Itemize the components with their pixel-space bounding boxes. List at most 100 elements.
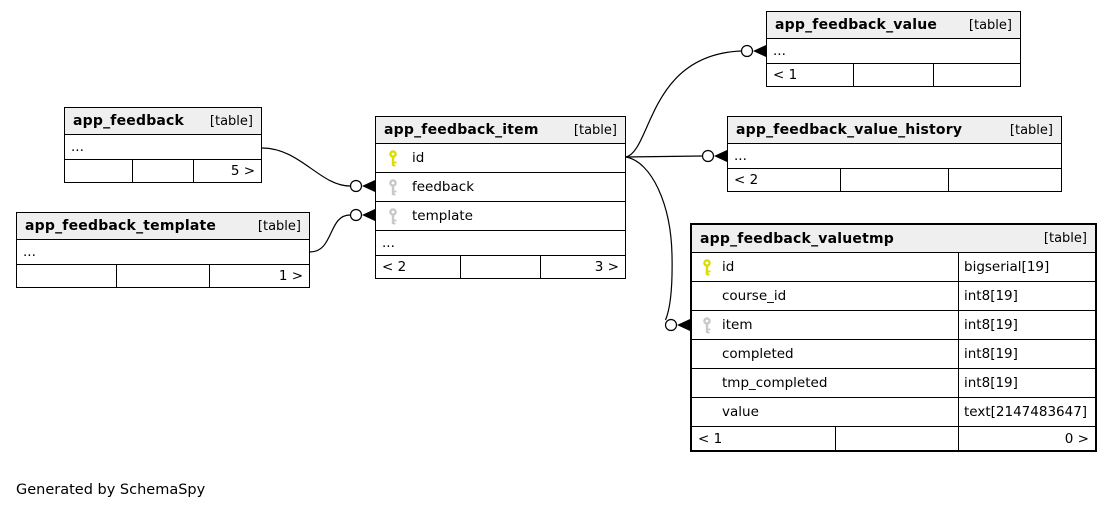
- cardinality-circle: [740, 44, 754, 58]
- table-footer: < 2: [728, 169, 1061, 191]
- footer-cell: [947, 169, 1061, 191]
- footer-cell: [840, 169, 947, 191]
- table-type-tag: [table]: [209, 113, 253, 129]
- foreign-key-icon: [386, 207, 400, 225]
- columns-ellipsis-row: ...: [767, 39, 1020, 64]
- columns-ellipsis-row: ...: [17, 240, 309, 265]
- column-name: course_id: [722, 288, 787, 304]
- footer-cell: < 1: [773, 67, 798, 83]
- table-app-feedback-value[interactable]: app_feedback_value [table] ... < 1: [766, 11, 1021, 87]
- table-name: app_feedback_valuetmp: [700, 230, 895, 247]
- arrowhead-icon: [362, 180, 375, 192]
- table-name: app_feedback_value_history: [736, 122, 963, 138]
- table-header: app_feedback_value [table]: [767, 12, 1020, 39]
- column-type: int8[19]: [958, 369, 1095, 397]
- table-app-feedback-valuetmp[interactable]: app_feedback_valuetmp [table] id bigseri…: [690, 223, 1097, 452]
- primary-key-icon: [386, 149, 400, 167]
- footer-cell: 5 >: [193, 160, 261, 182]
- footer-cell: < 1: [698, 430, 723, 447]
- relationship-line-template: [309, 214, 351, 253]
- table-app-feedback[interactable]: app_feedback [table] ... 5 >: [64, 107, 262, 183]
- relationship-line-valuetmp: [625, 156, 673, 321]
- table-header: app_feedback_value_history [table]: [728, 117, 1061, 144]
- foreign-key-icon: [386, 178, 400, 196]
- arrowhead-icon: [714, 150, 727, 162]
- footer-cell: [852, 64, 934, 86]
- footer-cell: [17, 265, 116, 287]
- column-name: id: [722, 259, 735, 275]
- footer-cell: 0 >: [958, 427, 1095, 450]
- table-type-tag: [table]: [1043, 231, 1087, 246]
- columns-ellipsis-row: ...: [376, 231, 625, 256]
- ellipsis-text: ...: [382, 235, 395, 251]
- generator-note: Generated by SchemaSpy: [16, 482, 206, 498]
- column-type: int8[19]: [958, 282, 1095, 310]
- columns-ellipsis-row: ...: [65, 135, 261, 160]
- column-name: value: [722, 404, 759, 420]
- table-type-tag: [table]: [1009, 122, 1053, 138]
- column-row: tmp_completed int8[19]: [692, 369, 1095, 398]
- table-footer: 1 >: [17, 265, 309, 287]
- column-row: item int8[19]: [692, 311, 1095, 340]
- ellipsis-text: ...: [773, 43, 786, 59]
- cardinality-circle: [664, 318, 678, 332]
- table-header: app_feedback_valuetmp [table]: [692, 225, 1095, 253]
- relationship-line-feedback: [261, 147, 351, 187]
- column-row: template: [376, 202, 625, 231]
- column-row: id bigserial[19]: [692, 253, 1095, 282]
- table-name: app_feedback_template: [25, 218, 217, 234]
- column-name: template: [412, 208, 473, 224]
- table-app-feedback-template[interactable]: app_feedback_template [table] ... 1 >: [16, 212, 310, 288]
- footer-cell: [460, 256, 539, 278]
- footer-cell: 1 >: [209, 265, 309, 287]
- column-type: bigserial[19]: [958, 253, 1095, 281]
- table-type-tag: [table]: [257, 218, 301, 234]
- footer-cell: [835, 427, 958, 450]
- table-header: app_feedback_item [table]: [376, 117, 625, 144]
- footer-cell: < 2: [382, 259, 407, 275]
- columns-ellipsis-row: ...: [728, 144, 1061, 169]
- table-footer: < 1: [767, 64, 1020, 86]
- foreign-key-icon: [700, 316, 714, 334]
- relationship-line-value: [625, 50, 742, 158]
- cardinality-circle: [701, 149, 715, 163]
- table-app-feedback-item[interactable]: app_feedback_item [table] id feedback: [375, 116, 626, 279]
- column-name: feedback: [412, 179, 475, 195]
- column-type: int8[19]: [958, 311, 1095, 339]
- table-footer: < 2 3 >: [376, 256, 625, 278]
- arrowhead-icon: [677, 319, 690, 331]
- ellipsis-text: ...: [734, 148, 747, 164]
- column-row: feedback: [376, 173, 625, 202]
- column-name: id: [412, 150, 425, 166]
- table-name: app_feedback_item: [384, 122, 539, 138]
- relationship-line-value-history: [625, 155, 703, 158]
- table-name: app_feedback_value: [775, 17, 938, 33]
- footer-cell: [115, 265, 210, 287]
- cardinality-circle: [349, 179, 363, 193]
- column-type: int8[19]: [958, 340, 1095, 368]
- primary-key-icon: [700, 258, 714, 276]
- column-name: item: [722, 317, 753, 333]
- footer-cell: [65, 160, 132, 182]
- column-row: completed int8[19]: [692, 340, 1095, 369]
- table-footer: < 1 0 >: [692, 427, 1095, 450]
- cardinality-circle: [349, 208, 363, 222]
- table-type-tag: [table]: [968, 17, 1012, 33]
- arrowhead-icon: [362, 209, 375, 221]
- table-header: app_feedback_template [table]: [17, 213, 309, 240]
- table-header: app_feedback [table]: [65, 108, 261, 135]
- table-type-tag: [table]: [573, 122, 617, 138]
- footer-cell: 3 >: [539, 256, 625, 278]
- column-row: id: [376, 144, 625, 173]
- column-row: course_id int8[19]: [692, 282, 1095, 311]
- ellipsis-text: ...: [71, 139, 84, 155]
- table-app-feedback-value-history[interactable]: app_feedback_value_history [table] ... <…: [727, 116, 1062, 192]
- table-footer: 5 >: [65, 160, 261, 182]
- column-row: value text[2147483647]: [692, 398, 1095, 427]
- arrowhead-icon: [753, 45, 766, 57]
- column-type: text[2147483647]: [958, 398, 1095, 426]
- column-name: tmp_completed: [722, 375, 828, 391]
- footer-cell: < 2: [734, 172, 759, 188]
- footer-cell: [131, 160, 194, 182]
